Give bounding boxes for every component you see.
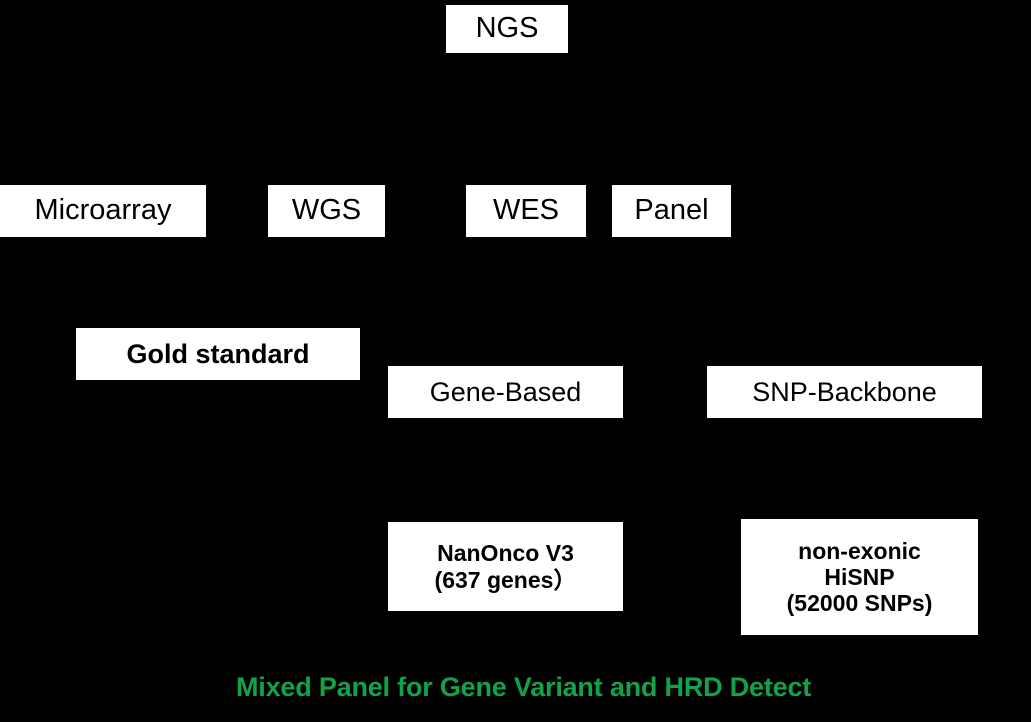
node-wgs: WGS: [268, 185, 385, 237]
node-non-exonic-hisnp: non-exonic HiSNP (52000 SNPs): [741, 519, 978, 635]
node-ngs: NGS: [446, 5, 568, 53]
node-gene-based: Gene-Based: [388, 366, 623, 418]
node-microarray: Microarray: [0, 185, 206, 237]
node-nanonco-v3: NanOnco V3 (637 genes）: [388, 522, 623, 611]
node-panel: Panel: [612, 185, 731, 237]
node-gold-standard: Gold standard: [76, 328, 360, 380]
figure-caption: Mixed Panel for Gene Variant and HRD Det…: [236, 672, 812, 702]
node-wes: WES: [466, 185, 586, 237]
node-snp-backbone: SNP-Backbone: [707, 366, 982, 418]
